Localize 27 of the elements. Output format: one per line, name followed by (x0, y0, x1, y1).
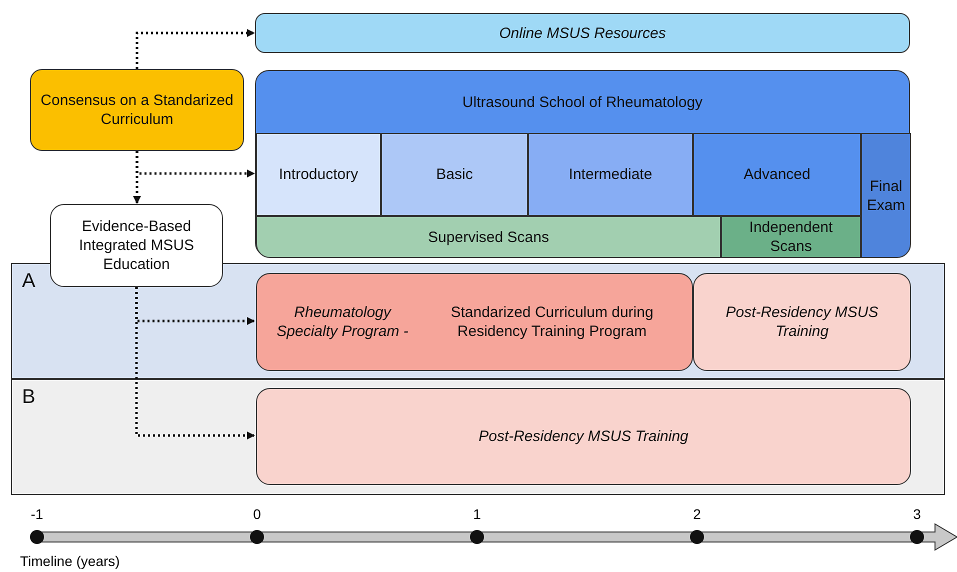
tick-label: 0 (253, 506, 261, 522)
resource-box: Online MSUS Resources (255, 13, 910, 53)
dotted-arrow (133, 151, 141, 204)
stage-box: Introductory (256, 133, 381, 216)
process-box: Evidence-Based Integrated MSUS Education (50, 204, 223, 287)
process-box: Consensus on a Standarized Curriculum (30, 69, 244, 151)
panel-title: Ultrasound School of Rheumatology (461, 92, 704, 112)
tick-label: -1 (30, 506, 44, 522)
tick-label: 2 (693, 506, 701, 522)
stage-box: Basic (381, 133, 528, 216)
stage-box: Intermediate (528, 133, 693, 216)
band-letter: B (22, 388, 36, 407)
scans-bar: Independent Scans (721, 216, 861, 258)
band-letter: A (22, 272, 36, 291)
tick-label: 1 (473, 506, 481, 522)
program-box: Post-Residency MSUS Training (693, 273, 911, 371)
exam-box: Final Exam (861, 133, 911, 258)
program-box: Rheumatology Specialty Program - Standarized Curriculum during Residency Training Program (256, 273, 693, 371)
dotted-arrow (136, 29, 255, 69)
dotted-arrow (135, 287, 255, 440)
school-panel (255, 70, 910, 257)
scans-bar: Supervised Scans (256, 216, 721, 258)
tick-label: 3 (913, 506, 921, 522)
stage-box: Advanced (693, 133, 861, 216)
band-panel (11, 379, 945, 495)
program-box: Post-Residency MSUS Training (256, 388, 911, 485)
axis-title: Timeline (years) (20, 553, 120, 569)
